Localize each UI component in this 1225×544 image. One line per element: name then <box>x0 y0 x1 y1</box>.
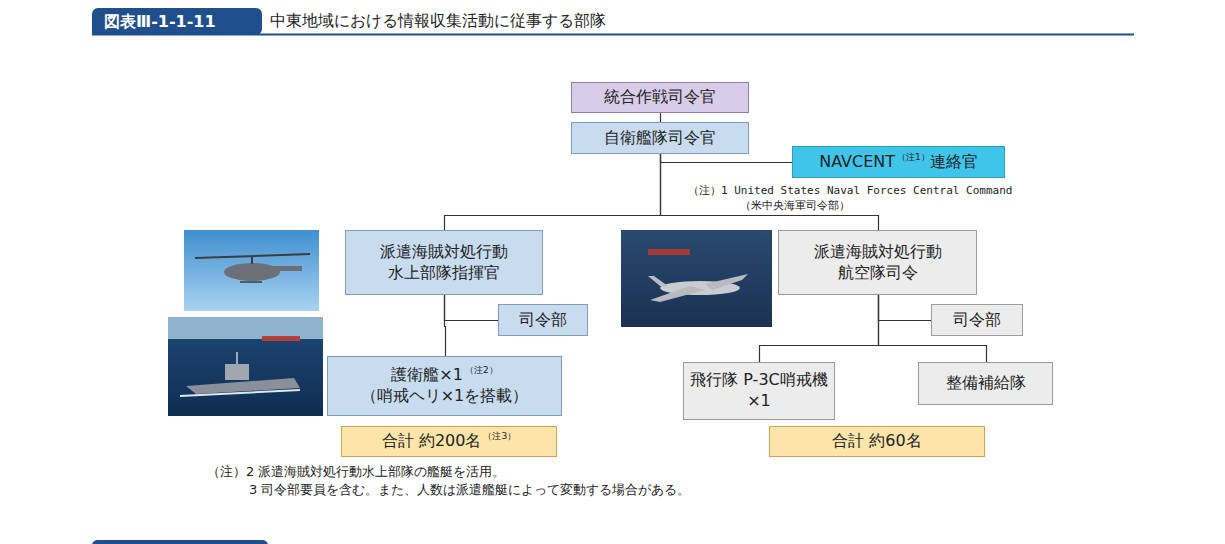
text-line: 司令部 <box>519 310 567 331</box>
text-line: 整備補給隊 <box>946 373 1026 394</box>
unit-commander-box: 派遣海賊対処行動 航空隊司令 <box>778 230 977 295</box>
text-line: 司令部 <box>953 310 1001 331</box>
liaison-box: NAVCENT（注1）連絡官 <box>792 146 1005 178</box>
node-text: （哨戒ヘリ×1を搭載） <box>361 386 529 405</box>
node-text: 連絡官 <box>930 152 978 171</box>
node-text: 合計 約60名 <box>832 431 921 450</box>
headquarters-box: 司令部 <box>931 304 1023 336</box>
headquarters-box: 司令部 <box>498 304 588 336</box>
figure-title: 中東地域における情報収集活動に従事する部隊 <box>270 11 606 32</box>
squadron-box: 飛行隊 P-3C哨戒機×1 <box>683 362 835 420</box>
node-text: 統合作戦司令官 <box>604 87 716 106</box>
text-line: 派遣海賊対処行動 水上部隊指揮官 <box>346 242 542 284</box>
text-line: 合計 約60名 <box>832 431 921 452</box>
note-ref: （注3） <box>483 431 516 441</box>
note-ref: （注1） <box>897 152 930 162</box>
unit-commander-box: 派遣海賊対処行動 水上部隊指揮官 <box>345 230 543 295</box>
org-connector <box>445 295 446 356</box>
org-connector <box>660 113 661 122</box>
node-text: NAVCENT <box>819 152 895 171</box>
text-line: 統合作戦司令官 <box>604 87 716 108</box>
text-line: 護衛艦×1（注2） <box>391 365 497 386</box>
text-line: 合計 約200名（注3） <box>382 431 516 452</box>
org-connector <box>879 295 932 321</box>
node-text: 自衛艦隊司令官 <box>604 128 716 147</box>
node-text: 司令部 <box>519 310 567 329</box>
total-box: 合計 約60名 <box>769 426 985 457</box>
org-connector <box>760 295 879 362</box>
next-title-tab <box>92 540 268 544</box>
support-box: 整備補給隊 <box>918 362 1053 405</box>
destroyer-photo <box>168 317 323 416</box>
org-connector <box>661 154 793 163</box>
node-text: 合計 約200名 <box>382 431 482 450</box>
text-line: 飛行隊 P-3C哨戒機×1 <box>684 370 834 412</box>
figure-number: 図表Ⅲ-1-1-11 <box>104 12 216 33</box>
helicopter-photo <box>184 230 319 311</box>
title-rule <box>92 34 1134 36</box>
node-text: 司令部 <box>953 310 1001 329</box>
p3c-photo <box>621 230 772 327</box>
org-connector <box>445 154 661 230</box>
footnote: 3 司令部要員を含む。また、人数は派遣艦艇によって変動する場合がある。 <box>249 481 690 499</box>
ship-box: 護衛艦×1（注2）（哨戒ヘリ×1を搭載） <box>327 356 562 416</box>
node-text: 派遣海賊対処行動 水上部隊指揮官 <box>380 242 508 282</box>
footnote: （注）1 United States Naval Forces Central … <box>688 183 1012 198</box>
commander-box: 統合作戦司令官 <box>571 82 749 113</box>
text-line: NAVCENT（注1）連絡官 <box>819 152 978 173</box>
footnote: （米中央海軍司令部） <box>740 198 850 213</box>
text-line: 自衛艦隊司令官 <box>604 128 716 149</box>
text-line: 派遣海賊対処行動 航空隊司令 <box>779 242 976 284</box>
node-text: 整備補給隊 <box>946 373 1026 392</box>
note-ref: （注2） <box>465 365 498 375</box>
node-text: 飛行隊 P-3C哨戒機×1 <box>690 370 828 410</box>
title-tab <box>92 8 262 35</box>
commander-box: 自衛艦隊司令官 <box>571 122 749 154</box>
total-box: 合計 約200名（注3） <box>341 426 557 457</box>
node-text: 護衛艦×1 <box>391 365 463 384</box>
node-text: 派遣海賊対処行動 航空隊司令 <box>814 242 942 282</box>
org-connector <box>445 295 499 321</box>
footnote: （注）2 派遣海賊対処行動水上部隊の艦艇を活用。 <box>207 463 505 481</box>
text-line: （哨戒ヘリ×1を搭載） <box>361 386 529 407</box>
